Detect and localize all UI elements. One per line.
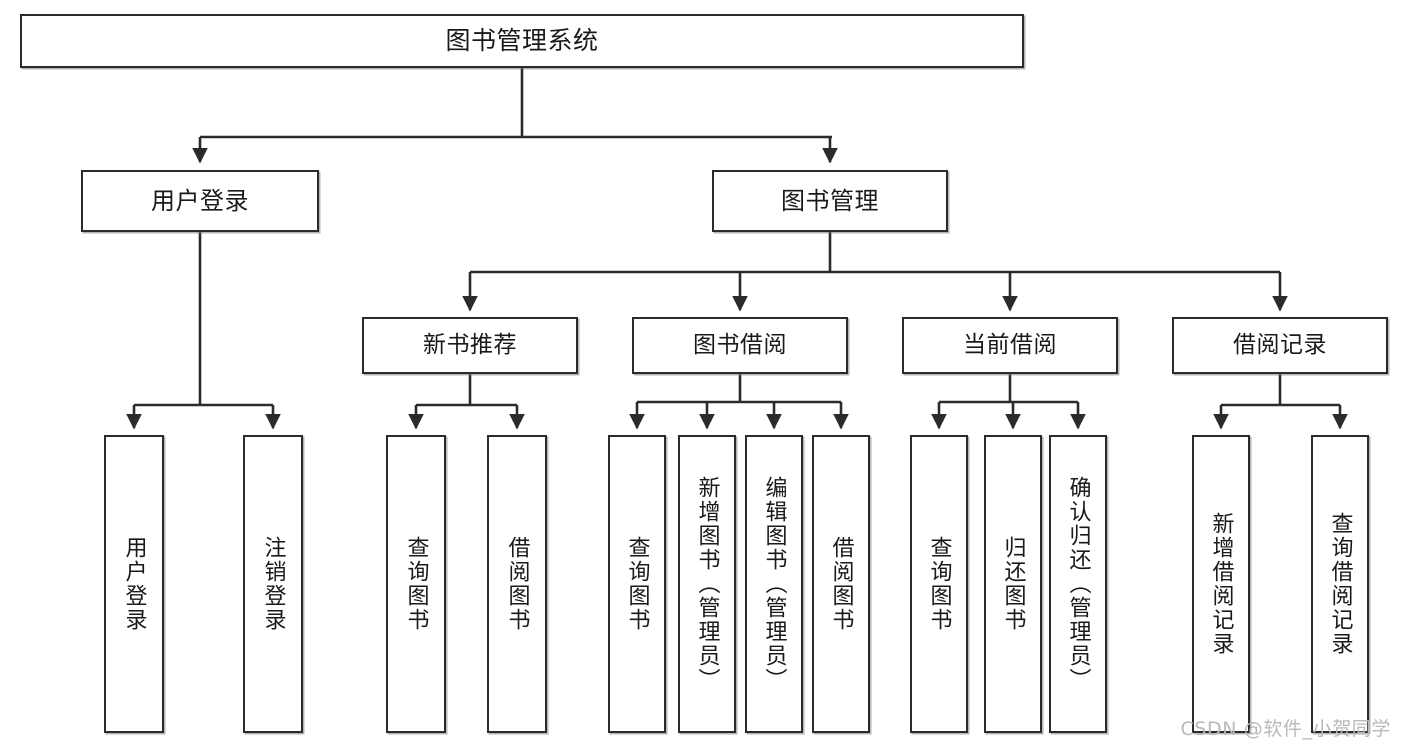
- leaf-return-book-label: 归还图书: [1000, 536, 1026, 632]
- node-root[interactable]: 图书管理系统: [20, 14, 1024, 68]
- csdn-watermark: CSDN @软件_小贺同学: [1180, 718, 1391, 740]
- leaf-return-book[interactable]: 归还图书: [984, 435, 1042, 733]
- leaf-user-login[interactable]: 用户登录: [104, 435, 164, 733]
- node-current-borrow[interactable]: 当前借阅: [902, 317, 1118, 374]
- leaf-borrow-query-book-label: 查询图书: [624, 536, 650, 632]
- node-book-management[interactable]: 图书管理: [712, 170, 948, 232]
- node-book-management-label: 图书管理: [781, 186, 879, 215]
- leaf-borrow-query-book[interactable]: 查询图书: [608, 435, 666, 733]
- leaf-confirm-return-admin[interactable]: 确认归还（管理员）: [1049, 435, 1107, 733]
- leaf-recommend-borrow-book[interactable]: 借阅图书: [487, 435, 547, 733]
- node-book-borrow-label: 图书借阅: [693, 331, 787, 358]
- leaf-edit-book-admin[interactable]: 编辑图书（管理员）: [745, 435, 803, 733]
- leaf-current-query-book-label: 查询图书: [926, 536, 952, 632]
- leaf-query-borrow-record[interactable]: 查询借阅记录: [1311, 435, 1369, 733]
- leaf-recommend-query-book[interactable]: 查询图书: [386, 435, 446, 733]
- leaf-current-query-book[interactable]: 查询图书: [910, 435, 968, 733]
- node-user-login[interactable]: 用户登录: [81, 170, 319, 232]
- leaf-add-borrow-record-label: 新增借阅记录: [1208, 512, 1234, 656]
- leaf-add-book-admin-label: 新增图书（管理员）: [694, 476, 720, 692]
- node-current-borrow-label: 当前借阅: [963, 331, 1057, 358]
- node-root-label: 图书管理系统: [445, 26, 599, 56]
- leaf-borrow-book[interactable]: 借阅图书: [812, 435, 870, 733]
- node-borrow-record-label: 借阅记录: [1233, 331, 1327, 358]
- leaf-edit-book-admin-label: 编辑图书（管理员）: [761, 476, 787, 692]
- leaf-add-book-admin[interactable]: 新增图书（管理员）: [678, 435, 736, 733]
- leaf-logout[interactable]: 注销登录: [243, 435, 303, 733]
- leaf-confirm-return-admin-label: 确认归还（管理员）: [1065, 476, 1091, 692]
- node-borrow-record[interactable]: 借阅记录: [1172, 317, 1388, 374]
- node-user-login-label: 用户登录: [151, 186, 249, 215]
- node-new-book-recommend[interactable]: 新书推荐: [362, 317, 578, 374]
- leaf-user-login-label: 用户登录: [121, 536, 147, 632]
- leaf-recommend-borrow-book-label: 借阅图书: [504, 536, 530, 632]
- leaf-recommend-query-book-label: 查询图书: [403, 536, 429, 632]
- node-new-book-recommend-label: 新书推荐: [423, 331, 517, 358]
- node-book-borrow[interactable]: 图书借阅: [632, 317, 848, 374]
- leaf-query-borrow-record-label: 查询借阅记录: [1327, 512, 1353, 656]
- leaf-borrow-book-label: 借阅图书: [828, 536, 854, 632]
- leaf-logout-label: 注销登录: [260, 536, 286, 632]
- leaf-add-borrow-record[interactable]: 新增借阅记录: [1192, 435, 1250, 733]
